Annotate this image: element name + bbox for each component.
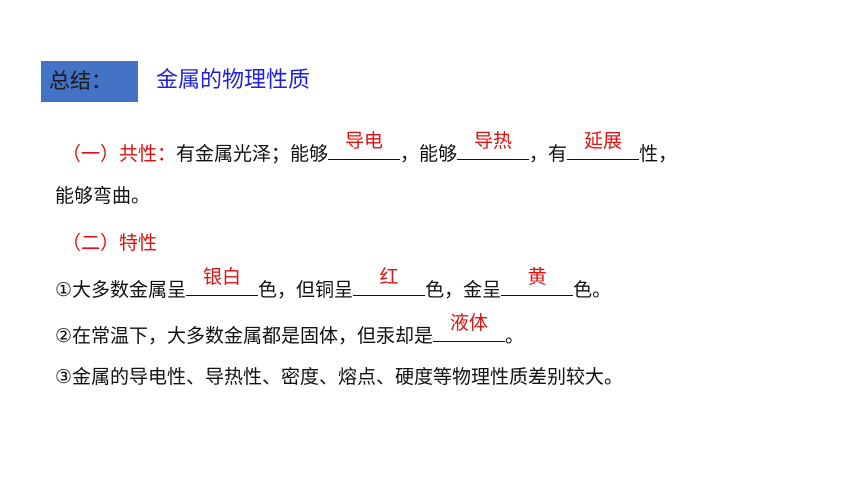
text: 色，但铜呈 bbox=[258, 279, 354, 301]
text: 。 bbox=[505, 325, 525, 347]
answer-yellow: 黄 bbox=[527, 266, 547, 288]
answer-conductive: 导电 bbox=[345, 130, 384, 152]
answer-thermal: 导热 bbox=[474, 130, 513, 152]
common-properties-line-1: （一）共性：有金属光泽；能够导电 ，能够导热 ，有延展性， bbox=[62, 130, 678, 168]
text: 色。 bbox=[573, 279, 612, 301]
text: ，有 bbox=[529, 143, 568, 165]
text: ②在常温下，大多数金属都是固体，但汞却是 bbox=[55, 325, 434, 347]
special-item-2: ②在常温下，大多数金属都是固体，但汞却是液体。 bbox=[55, 312, 525, 350]
text: 色，金呈 bbox=[425, 279, 502, 301]
answer-ductile: 延展 bbox=[584, 130, 623, 152]
text: ①大多数金属呈 bbox=[55, 279, 187, 301]
answer-red: 红 bbox=[379, 266, 399, 288]
text: ，能够 bbox=[400, 143, 458, 165]
blank-7: 液体 bbox=[433, 312, 506, 342]
blank-2: 导热 bbox=[457, 130, 530, 160]
blank-5: 红 bbox=[353, 266, 426, 296]
blank-6: 黄 bbox=[501, 266, 574, 296]
common-properties-line-2: 能够弯曲。 bbox=[55, 185, 151, 207]
blank-4: 银白 bbox=[186, 266, 259, 296]
blank-1: 导电 bbox=[328, 130, 401, 160]
page-title: 金属的物理性质 bbox=[156, 68, 311, 93]
text: 有金属光泽；能够 bbox=[176, 143, 329, 165]
blank-3: 延展 bbox=[567, 130, 640, 160]
answer-silver-white: 银白 bbox=[203, 266, 242, 288]
summary-label: 总结： bbox=[41, 61, 138, 102]
answer-liquid: 液体 bbox=[450, 312, 489, 334]
special-item-1: ①大多数金属呈银白色，但铜呈 红色，金呈 黄色。 bbox=[55, 266, 612, 304]
text: 性， bbox=[639, 143, 678, 165]
section-2-heading: （二）特性 bbox=[62, 232, 158, 254]
special-item-3: ③金属的导电性、导热性、密度、熔点、硬度等物理性质差别较大。 bbox=[55, 366, 624, 388]
section-1-heading: （一）共性： bbox=[62, 143, 177, 165]
